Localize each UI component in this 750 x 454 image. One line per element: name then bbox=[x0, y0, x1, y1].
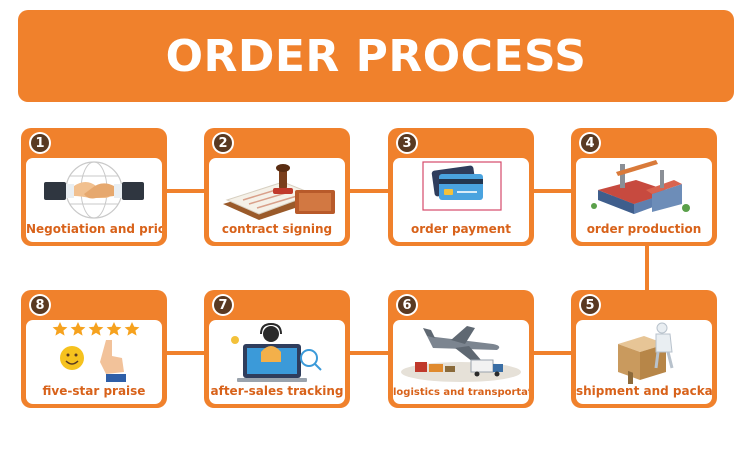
credit-card-icon bbox=[393, 160, 529, 222]
step-panel: shipment and packaging bbox=[576, 320, 712, 404]
step-card-7: 7 after-sales tracking bbox=[204, 290, 350, 408]
five-star-icon bbox=[26, 322, 162, 384]
step-card-2: 2 contract signing bbox=[204, 128, 350, 246]
step-panel: after-sales tracking bbox=[209, 320, 345, 404]
step-number-badge: 7 bbox=[212, 294, 234, 316]
connector-1-2 bbox=[165, 189, 207, 193]
step-panel: five-star praise bbox=[26, 320, 162, 404]
step-label: shipment and packaging bbox=[576, 384, 712, 398]
step-panel: logistics and transportation bbox=[393, 320, 529, 404]
step-number-badge: 2 bbox=[212, 132, 234, 154]
step-number-badge: 5 bbox=[579, 294, 601, 316]
step-panel: order payment bbox=[393, 158, 529, 242]
title-banner: ORDER PROCESS bbox=[18, 10, 734, 102]
package-box-icon bbox=[576, 322, 712, 384]
step-label: after-sales tracking bbox=[209, 384, 345, 398]
step-card-4: 4 order production bbox=[571, 128, 717, 246]
airplane-truck-icon bbox=[393, 322, 529, 384]
step-card-8: 8 five-star praise bbox=[21, 290, 167, 408]
step-label: order production bbox=[576, 222, 712, 236]
step-card-3: 3 order payment bbox=[388, 128, 534, 246]
connector-2-3 bbox=[349, 189, 391, 193]
step-label: order payment bbox=[393, 222, 529, 236]
connector-7-8 bbox=[165, 351, 207, 355]
step-label: contract signing bbox=[209, 222, 345, 236]
connector-3-4 bbox=[533, 189, 575, 193]
step-label: Negotiation and pricing bbox=[26, 222, 162, 236]
step-panel: Negotiation and pricing bbox=[26, 158, 162, 242]
step-number-badge: 3 bbox=[396, 132, 418, 154]
step-card-1: 1 Negotiation and pricing bbox=[21, 128, 167, 246]
connector-4-5 bbox=[645, 246, 649, 294]
step-card-5: 5 shipment and packaging bbox=[571, 290, 717, 408]
step-panel: order production bbox=[576, 158, 712, 242]
step-number-badge: 8 bbox=[29, 294, 51, 316]
step-label: logistics and transportation bbox=[393, 387, 529, 398]
step-number-badge: 4 bbox=[579, 132, 601, 154]
connector-5-6 bbox=[533, 351, 575, 355]
step-number-badge: 1 bbox=[29, 132, 51, 154]
support-agent-icon bbox=[209, 322, 345, 384]
step-number-badge: 6 bbox=[396, 294, 418, 316]
step-label: five-star praise bbox=[26, 384, 162, 398]
handshake-icon bbox=[26, 160, 162, 222]
contract-stamp-icon bbox=[209, 160, 345, 222]
step-card-6: 6 logistics and transportation bbox=[388, 290, 534, 408]
page-title: ORDER PROCESS bbox=[166, 31, 587, 82]
connector-6-7 bbox=[349, 351, 391, 355]
factory-icon bbox=[576, 160, 712, 222]
step-panel: contract signing bbox=[209, 158, 345, 242]
